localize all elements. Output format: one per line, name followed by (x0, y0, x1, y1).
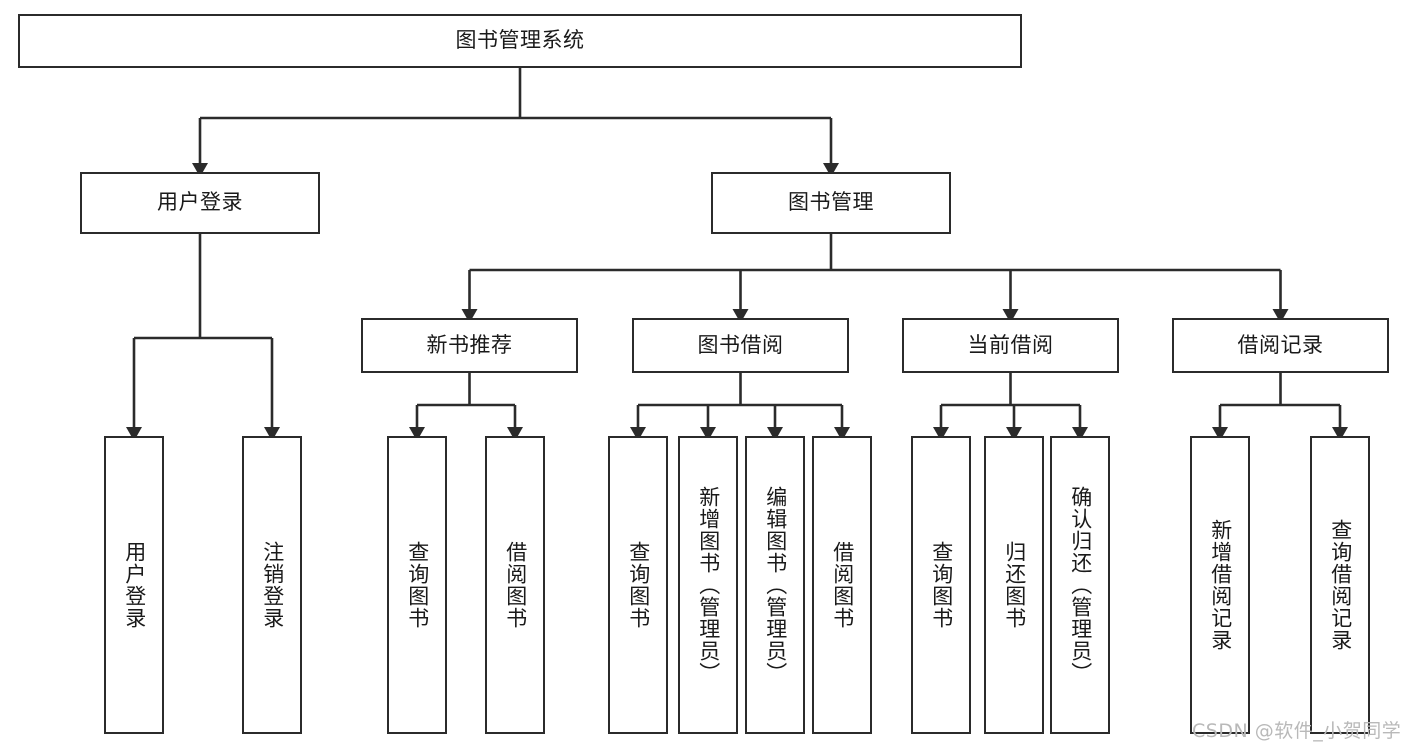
node-leaf-confirm-return-label: 确认归还（管理员） (1068, 486, 1093, 684)
node-leaf-add-record-label: 新增借阅记录 (1208, 519, 1233, 651)
node-leaf-confirm-return[interactable]: 确认归还（管理员） (1050, 436, 1110, 734)
node-book-manage[interactable]: 图书管理 (711, 172, 951, 234)
node-leaf-borrow-book-label: 借阅图书 (830, 541, 855, 629)
node-leaf-query-record[interactable]: 查询借阅记录 (1310, 436, 1370, 734)
node-current-borrow-label: 当前借阅 (967, 332, 1054, 357)
node-new-book-rec[interactable]: 新书推荐 (361, 318, 578, 373)
node-book-borrow[interactable]: 图书借阅 (632, 318, 849, 373)
node-leaf-query-book-rec-label: 查询图书 (405, 541, 430, 629)
node-leaf-borrow-book[interactable]: 借阅图书 (812, 436, 872, 734)
node-leaf-borrow-book-rec-label: 借阅图书 (503, 541, 528, 629)
node-leaf-return-book-label: 归还图书 (1002, 541, 1027, 629)
node-borrow-record[interactable]: 借阅记录 (1172, 318, 1389, 373)
node-leaf-user-login[interactable]: 用户登录 (104, 436, 164, 734)
node-user-login[interactable]: 用户登录 (80, 172, 320, 234)
connector-lines (126, 68, 1348, 441)
node-leaf-borrow-book-rec[interactable]: 借阅图书 (485, 436, 545, 734)
node-root[interactable]: 图书管理系统 (18, 14, 1022, 68)
node-leaf-user-login-label: 用户登录 (122, 541, 147, 629)
node-leaf-user-logout[interactable]: 注销登录 (242, 436, 302, 734)
node-leaf-edit-book[interactable]: 编辑图书（管理员） (745, 436, 805, 734)
node-leaf-query-book-current[interactable]: 查询图书 (911, 436, 971, 734)
node-leaf-query-record-label: 查询借阅记录 (1328, 519, 1353, 651)
node-leaf-return-book[interactable]: 归还图书 (984, 436, 1044, 734)
node-book-borrow-label: 图书借阅 (697, 332, 784, 357)
node-leaf-query-book-rec[interactable]: 查询图书 (387, 436, 447, 734)
node-leaf-edit-book-label: 编辑图书（管理员） (763, 486, 788, 684)
node-current-borrow[interactable]: 当前借阅 (902, 318, 1119, 373)
node-user-login-label: 用户登录 (157, 190, 243, 215)
node-leaf-query-book-borrow[interactable]: 查询图书 (608, 436, 668, 734)
node-leaf-user-logout-label: 注销登录 (260, 541, 285, 629)
node-leaf-add-book-label: 新增图书（管理员） (696, 486, 721, 684)
node-root-label: 图书管理系统 (455, 28, 585, 53)
node-borrow-record-label: 借阅记录 (1237, 332, 1324, 357)
node-leaf-query-book-borrow-label: 查询图书 (626, 541, 651, 629)
csdn-watermark: CSDN @软件_小贺同学 (1192, 720, 1402, 742)
node-book-manage-label: 图书管理 (788, 190, 874, 215)
node-leaf-add-record[interactable]: 新增借阅记录 (1190, 436, 1250, 734)
node-new-book-rec-label: 新书推荐 (426, 332, 513, 357)
node-leaf-query-book-current-label: 查询图书 (929, 541, 954, 629)
node-leaf-add-book[interactable]: 新增图书（管理员） (678, 436, 738, 734)
